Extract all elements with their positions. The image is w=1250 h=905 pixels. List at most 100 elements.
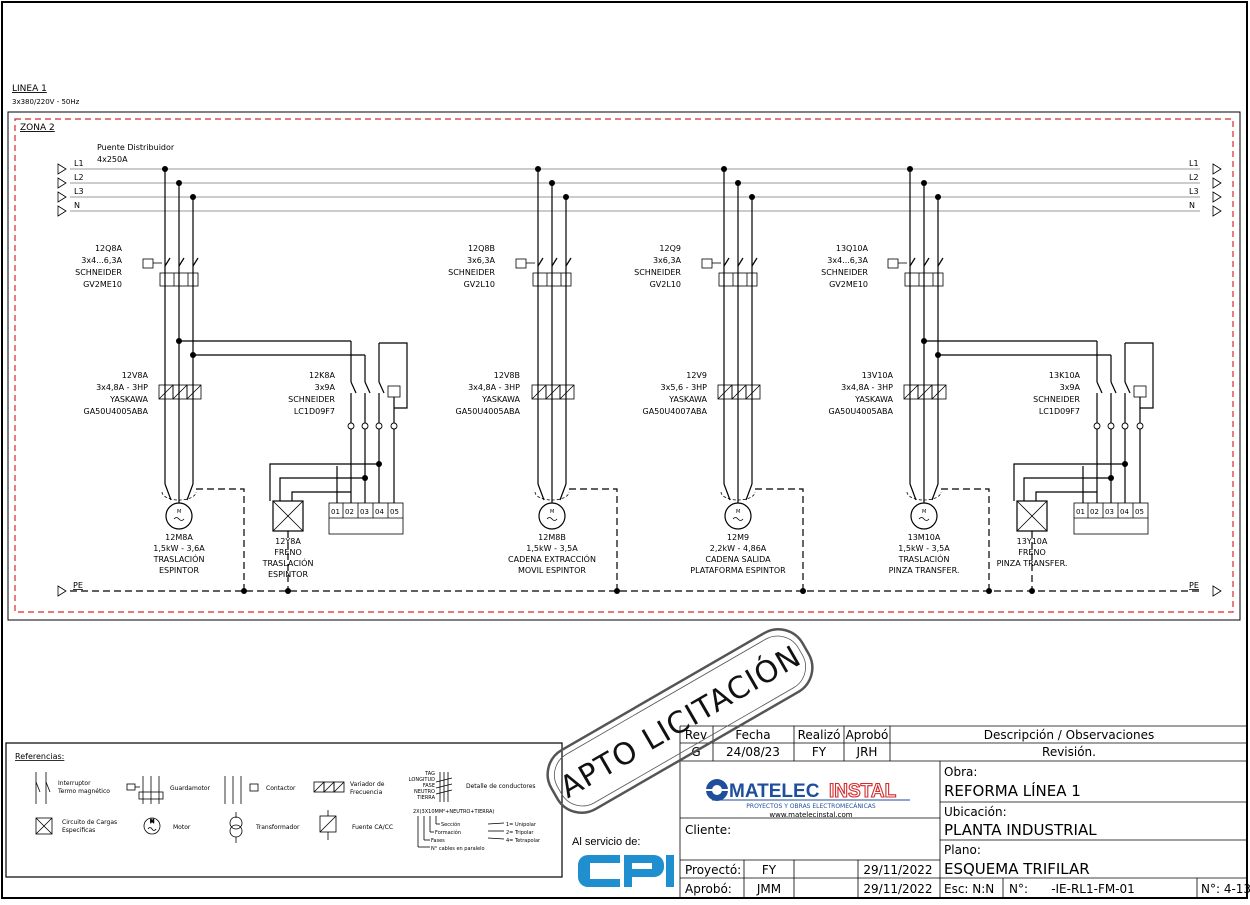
bus-label-l2: L2	[74, 173, 84, 182]
breaker-4-pole	[937, 257, 944, 267]
line-title: LINEA 1	[12, 84, 47, 94]
pe-drop	[196, 488, 245, 591]
terminal-02: 02	[345, 508, 354, 516]
legend-cable-formula: 2X(3X10MM²+NEUTRO+TIERRA)	[413, 809, 494, 815]
obra-value: REFORMA LÍNEA 1	[944, 781, 1081, 800]
title-block	[680, 761, 1248, 898]
legend-motor-text: Motor	[173, 824, 191, 831]
legend-cable-branches	[417, 816, 505, 848]
legend-breaker-icon	[35, 772, 51, 804]
aprobo-by: JMM	[756, 882, 781, 896]
rev-row-aprobo: JRH	[856, 745, 878, 759]
breaker-2-pole	[551, 257, 558, 267]
ubicacion-value: PLANTA INDUSTRIAL	[944, 821, 1097, 839]
legend-dc-source-icon	[319, 810, 337, 840]
motor-4-shield	[906, 491, 942, 501]
motor-3-m-letter: M	[736, 509, 740, 515]
supply-spec: 3x380/220V - 50Hz	[12, 98, 80, 106]
pe-arrow-right	[1212, 585, 1222, 597]
brake-wire	[1035, 491, 1097, 501]
svg-text:M: M	[150, 819, 154, 825]
legend-contactor-icon	[224, 776, 259, 804]
proyecto-label: Proyectó:	[685, 863, 741, 877]
terminal-01: 01	[331, 508, 340, 516]
coil-wire	[379, 342, 408, 409]
terminal-strip-1: 01 02 03 04 05	[328, 502, 404, 535]
numero-value: -IE-RL1-FM-01	[1051, 882, 1135, 896]
rev-row-fecha: 24/08/23	[726, 745, 780, 759]
breaker-1-pole	[164, 257, 171, 267]
rev-header-fecha: Fecha	[735, 728, 770, 742]
motor-lead	[186, 483, 194, 501]
terminal-ring	[1121, 422, 1129, 430]
pe-drop	[755, 488, 804, 591]
plano-label: Plano:	[944, 843, 981, 857]
distributor-name: Puente Distribuidor	[97, 143, 175, 152]
vfd-3-cell	[745, 384, 761, 400]
ubicacion-label: Ubicación:	[944, 805, 1007, 819]
svg-text:MATELEC: MATELEC	[729, 781, 820, 802]
contactor-pole	[378, 381, 385, 394]
vfd-3-diag	[717, 384, 733, 400]
bus-bars	[57, 163, 1222, 217]
terminal-02: 02	[1090, 508, 1099, 516]
contactor-pole	[1096, 381, 1103, 394]
terminal-05: 05	[1135, 508, 1144, 516]
motor-2-m-letter: M	[550, 509, 554, 515]
terminal-ring	[1107, 422, 1115, 430]
proyecto-date: 29/11/2022	[863, 863, 932, 877]
vfd-1-diag	[158, 384, 174, 400]
vfd-3-diag	[745, 384, 761, 400]
breaker-4-trip-block	[904, 272, 944, 287]
aprobo-label: Aprobó:	[685, 882, 732, 896]
vfd-4-diag	[917, 384, 933, 400]
breaker-3-pole	[723, 257, 730, 267]
cliente-label: Cliente:	[685, 823, 731, 837]
obra-label: Obra:	[944, 765, 977, 779]
motor-1-shield	[161, 491, 197, 501]
service-label: Al servicio de:	[572, 836, 640, 848]
bus-label-n-right: N	[1189, 201, 1195, 210]
cpi-logo	[578, 855, 674, 887]
vfd-4-cell	[931, 384, 947, 400]
svg-text:PROYECTOS Y OBRAS ELECTROMECÁN: PROYECTOS Y OBRAS ELECTROMECÁNICAS	[746, 803, 876, 810]
terminal-strip-2: 01 02 03 04 05	[1073, 502, 1149, 535]
aprobo-date: 29/11/2022	[863, 882, 932, 896]
rev-row-descripcion: Revisión.	[1042, 745, 1096, 759]
legend-conductors-text: Detalle de conductores	[466, 783, 536, 790]
rev-row-realizo: FY	[812, 745, 827, 759]
legend-vfd-icon	[313, 781, 345, 793]
legend-title: Referencias:	[15, 752, 64, 761]
brake-wire	[1023, 477, 1111, 501]
breaker-3-handle	[701, 258, 713, 269]
breaker-3-pole	[751, 257, 758, 267]
contactor-pole	[364, 381, 371, 394]
contactor-pole	[1110, 381, 1117, 394]
terminal-ring	[375, 422, 383, 430]
pe-drop	[941, 488, 990, 591]
breaker-1-handle	[142, 258, 154, 269]
coil-wire	[1125, 342, 1154, 409]
legend-transformer-icon	[229, 812, 243, 843]
terminal-03: 03	[360, 508, 369, 516]
motor-2-symbol	[538, 502, 566, 530]
motor-lead	[723, 483, 731, 501]
bus-label-n: N	[74, 201, 80, 210]
